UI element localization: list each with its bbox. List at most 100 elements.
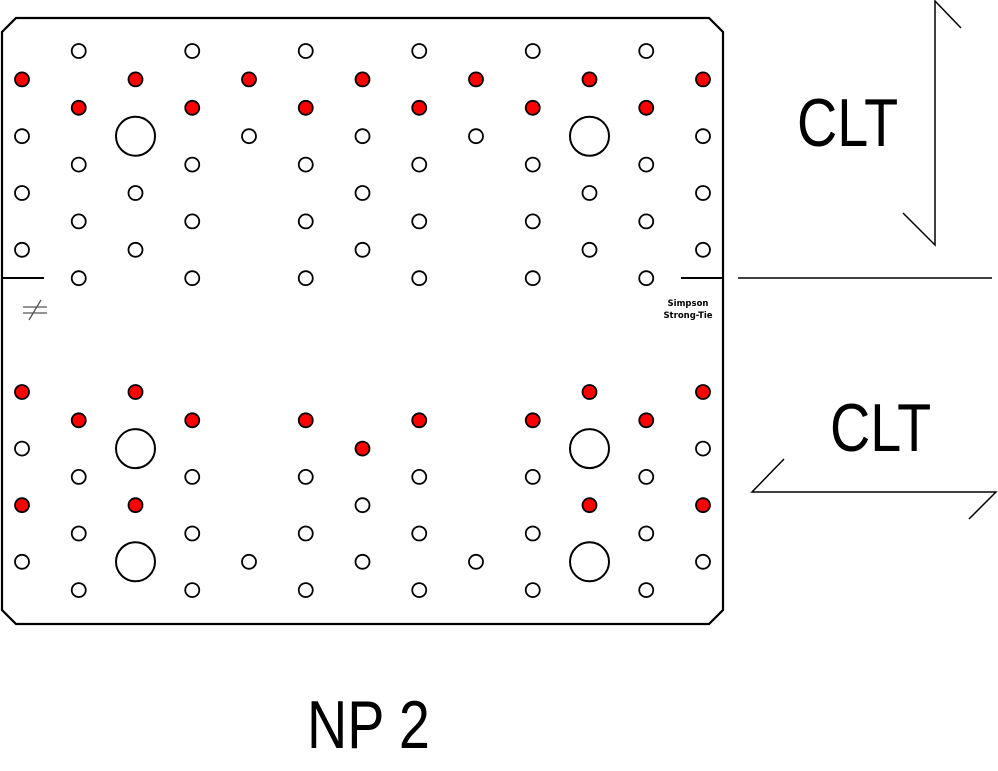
plate-name-label: NP 2 bbox=[307, 688, 430, 763]
open-nail-hole bbox=[695, 553, 711, 570]
filled-nail-hole bbox=[14, 71, 30, 88]
filled-nail-hole bbox=[297, 412, 314, 429]
large-hole bbox=[569, 541, 610, 583]
open-nail-hole bbox=[14, 241, 30, 258]
manufacturer-logo-line2: Strong-Tie bbox=[663, 311, 712, 321]
open-nail-hole bbox=[70, 270, 87, 287]
open-nail-hole bbox=[297, 525, 314, 542]
filled-nail-hole bbox=[638, 412, 655, 429]
plate-outline bbox=[0, 16, 725, 626]
filled-nail-hole bbox=[127, 71, 144, 88]
open-nail-hole bbox=[14, 128, 30, 145]
open-nail-hole bbox=[297, 156, 314, 173]
open-nail-hole bbox=[524, 582, 541, 598]
open-nail-hole bbox=[70, 213, 87, 230]
open-nail-hole bbox=[184, 525, 201, 542]
open-nail-hole bbox=[411, 43, 428, 59]
open-nail-hole bbox=[524, 525, 541, 542]
open-nail-hole bbox=[411, 270, 428, 287]
filled-nail-hole bbox=[581, 497, 598, 514]
large-hole bbox=[115, 115, 156, 157]
large-hole bbox=[569, 428, 610, 470]
filled-nail-hole bbox=[354, 71, 371, 88]
open-nail-hole bbox=[241, 553, 257, 570]
open-nail-hole bbox=[14, 185, 30, 201]
open-nail-hole bbox=[411, 213, 428, 230]
open-nail-hole bbox=[524, 43, 541, 59]
open-nail-hole bbox=[297, 43, 314, 59]
hole-pattern bbox=[14, 43, 711, 598]
open-nail-hole bbox=[354, 497, 371, 514]
filled-nail-hole bbox=[127, 497, 144, 514]
filled-nail-hole bbox=[184, 99, 201, 116]
filled-nail-hole bbox=[14, 384, 30, 400]
open-nail-hole bbox=[638, 156, 655, 173]
filled-nail-hole bbox=[524, 412, 541, 429]
open-nail-hole bbox=[524, 468, 541, 485]
open-nail-hole bbox=[70, 525, 87, 542]
open-nail-hole bbox=[411, 156, 428, 173]
filled-nail-hole bbox=[354, 440, 371, 457]
open-nail-hole bbox=[354, 128, 371, 145]
filled-nail-hole bbox=[411, 99, 428, 116]
large-hole bbox=[569, 115, 610, 157]
open-nail-hole bbox=[638, 213, 655, 230]
filled-nail-hole bbox=[70, 99, 87, 116]
open-nail-hole bbox=[184, 468, 201, 485]
top-member-label: CLT bbox=[797, 86, 898, 161]
open-nail-hole bbox=[638, 468, 655, 485]
open-nail-hole bbox=[127, 241, 144, 258]
break-line-top bbox=[902, 0, 962, 247]
open-nail-hole bbox=[695, 241, 711, 258]
open-nail-hole bbox=[411, 525, 428, 542]
open-nail-hole bbox=[524, 213, 541, 230]
filled-nail-hole bbox=[695, 71, 711, 88]
filled-nail-hole bbox=[70, 412, 87, 429]
open-nail-hole bbox=[127, 185, 144, 201]
filled-nail-hole bbox=[14, 497, 30, 514]
open-nail-hole bbox=[695, 185, 711, 201]
filled-nail-hole bbox=[127, 384, 144, 400]
open-nail-hole bbox=[297, 270, 314, 287]
open-nail-hole bbox=[638, 525, 655, 542]
open-nail-hole bbox=[241, 128, 257, 145]
open-nail-hole bbox=[638, 582, 655, 598]
open-nail-hole bbox=[695, 128, 711, 145]
open-nail-hole bbox=[297, 468, 314, 485]
open-nail-hole bbox=[581, 241, 598, 258]
large-hole bbox=[115, 541, 156, 583]
filled-nail-hole bbox=[695, 384, 711, 400]
filled-nail-hole bbox=[411, 412, 428, 429]
open-nail-hole bbox=[695, 440, 711, 457]
open-nail-hole bbox=[14, 553, 30, 570]
open-nail-hole bbox=[638, 43, 655, 59]
open-nail-hole bbox=[70, 156, 87, 173]
large-hole bbox=[115, 428, 156, 470]
bottom-member-label: CLT bbox=[830, 391, 931, 466]
open-nail-hole bbox=[468, 128, 484, 145]
open-nail-hole bbox=[297, 582, 314, 598]
manufacturer-logo-line1: Simpson bbox=[668, 299, 709, 309]
open-nail-hole bbox=[14, 440, 30, 457]
open-nail-hole bbox=[184, 270, 201, 287]
filled-nail-hole bbox=[524, 99, 541, 116]
open-nail-hole bbox=[411, 582, 428, 598]
not-equal-icon bbox=[23, 299, 47, 321]
filled-nail-hole bbox=[695, 497, 711, 514]
filled-nail-hole bbox=[184, 412, 201, 429]
open-nail-hole bbox=[638, 270, 655, 287]
open-nail-hole bbox=[411, 468, 428, 485]
open-nail-hole bbox=[468, 553, 484, 570]
open-nail-hole bbox=[70, 43, 87, 59]
open-nail-hole bbox=[297, 213, 314, 230]
open-nail-hole bbox=[524, 270, 541, 287]
open-nail-hole bbox=[184, 582, 201, 598]
open-nail-hole bbox=[70, 468, 87, 485]
open-nail-hole bbox=[184, 213, 201, 230]
open-nail-hole bbox=[184, 43, 201, 59]
filled-nail-hole bbox=[468, 71, 484, 88]
open-nail-hole bbox=[354, 185, 371, 201]
open-nail-hole bbox=[524, 156, 541, 173]
filled-nail-hole bbox=[638, 99, 655, 116]
filled-nail-hole bbox=[581, 71, 598, 88]
